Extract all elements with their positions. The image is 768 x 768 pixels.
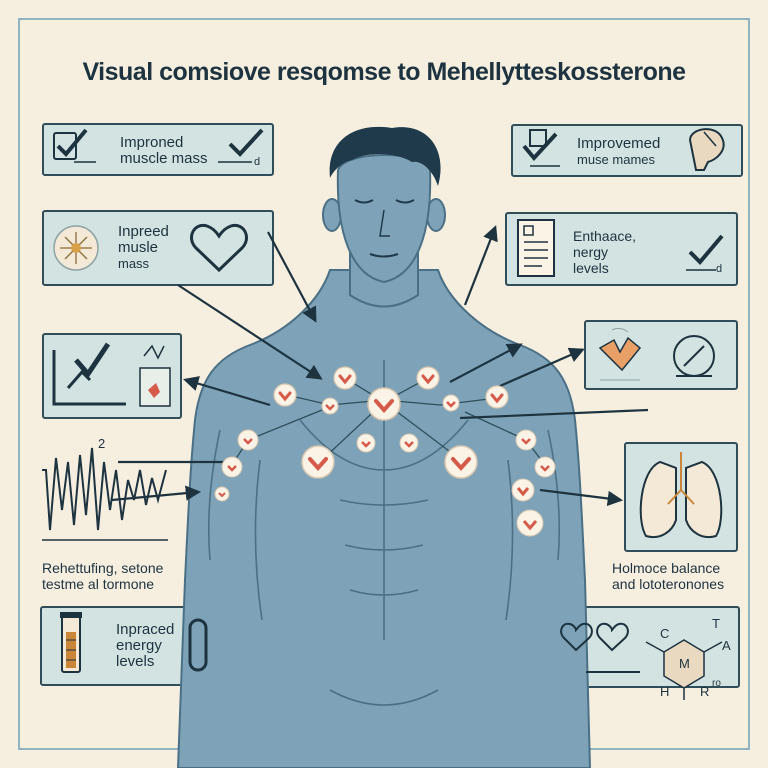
card-line: energy: [116, 637, 162, 654]
page-title: Visual comsiove resqomse to Mehellyttesk…: [82, 58, 686, 86]
card-line: Enthaace,: [573, 228, 637, 244]
card-hearts-molecule: [552, 606, 740, 688]
card-hormone-icons: [584, 320, 738, 390]
caption-testosterone: Rehettufing, setone testme al tormone: [42, 560, 163, 592]
card-improved-muscle-mass-heart: Inpreed musle mass: [42, 210, 274, 286]
ecg-number: 2: [98, 436, 106, 451]
card-line: Improvemed: [577, 135, 661, 152]
card-line: muse mames: [577, 152, 656, 167]
card-improved-muscle-mass: Improned muscle mass: [42, 123, 274, 176]
card-line: Inpraced: [116, 621, 175, 638]
card-line: levels: [573, 260, 609, 276]
card-line: nergy: [573, 244, 609, 260]
card-enhanced-energy-levels: Enthaace, nergy levels: [505, 212, 738, 286]
card-line: mass: [118, 256, 150, 271]
caption-hormone-balance: Holmoce balance and lototeronones: [612, 560, 724, 592]
caption-line: testme al tormone: [42, 576, 155, 592]
card-chart-checkmark: [42, 333, 182, 419]
caption-line: and lototeronones: [612, 576, 725, 592]
card-lungs: [624, 442, 738, 552]
card-line: musle: [118, 239, 159, 256]
caption-line: Rehettufing, setone: [42, 560, 164, 576]
card-improved-muse-mames: Improvemed muse mames: [511, 124, 743, 177]
card-line: muscle mass: [120, 150, 208, 167]
card-line: Inpreed: [118, 223, 169, 240]
card-improved-energy-levels: Inpraced energy levels: [40, 606, 222, 686]
card-line: levels: [116, 653, 155, 670]
card-line: Improned: [120, 134, 184, 151]
caption-line: Holmoce balance: [612, 560, 721, 576]
